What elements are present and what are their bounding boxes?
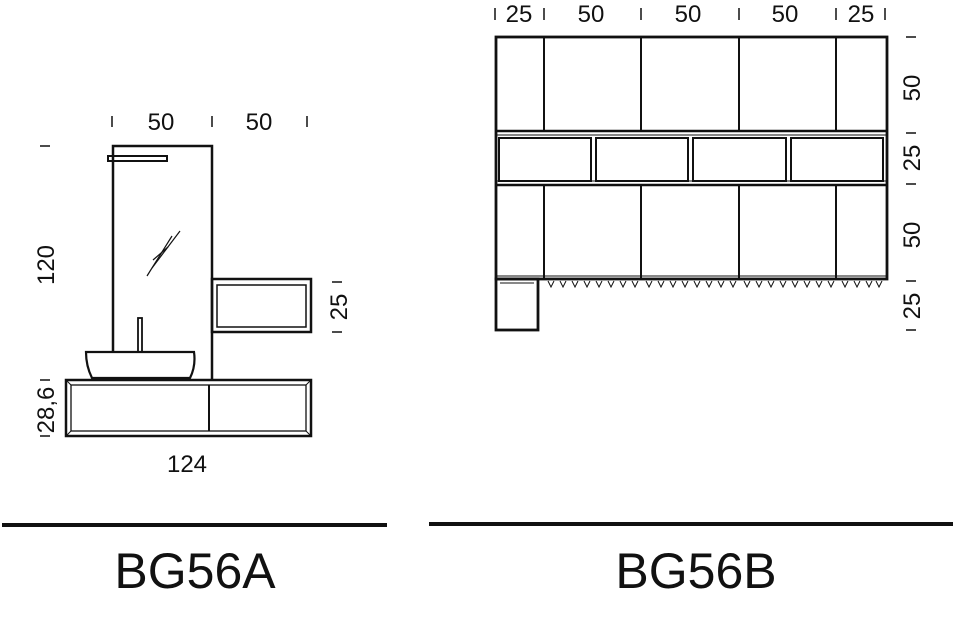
- model-name-bg56b: BG56B: [615, 543, 776, 599]
- model-name-bg56a: BG56A: [114, 543, 276, 599]
- dim-right-4: 25: [899, 293, 926, 320]
- model-bg56a-drawing: 50 50 120 28,6 25 12: [33, 109, 353, 478]
- dim-shelf-height: 25: [326, 294, 353, 321]
- dim-height: 120: [33, 245, 60, 285]
- model-bg56b-drawing: 25 50 50 50 25: [494, 1, 926, 332]
- dim-right-2: 25: [899, 145, 926, 172]
- dim-top-3: 50: [675, 1, 702, 28]
- dim-right-1: 50: [899, 75, 926, 102]
- dim-right-3: 50: [899, 222, 926, 249]
- dim-top-5: 25: [848, 1, 875, 28]
- dim-top-4: 50: [772, 1, 799, 28]
- dim-top-1: 25: [506, 1, 533, 28]
- dim-base-width: 124: [167, 451, 207, 478]
- dim-top-left: 50: [148, 109, 175, 136]
- dim-top-right: 50: [246, 109, 273, 136]
- dim-base-height: 28,6: [33, 387, 60, 434]
- dim-top-2: 50: [578, 1, 605, 28]
